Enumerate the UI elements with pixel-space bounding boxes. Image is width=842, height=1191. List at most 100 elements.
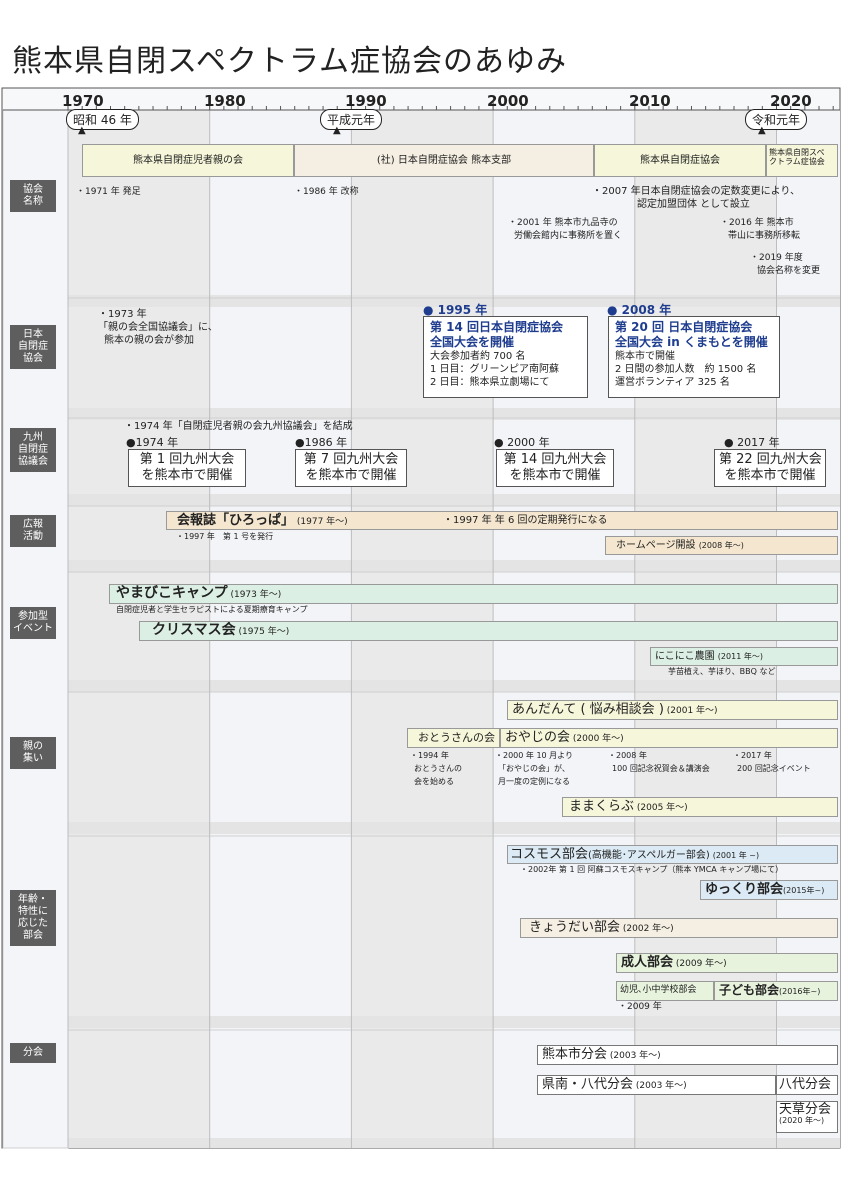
japan-1995-box: 第 14 回日本自閉症協会 全国大会を開催 大会参加者約 700 名 1 日目：…: [423, 316, 588, 398]
bar-seijin: 成人部会 (2009 年〜): [616, 953, 838, 973]
andante-year: (2001 年〜): [666, 706, 718, 716]
note-2000-1: ・2000 年 10 月より: [495, 751, 574, 760]
bar-youji: 幼児､小中学校部会: [616, 981, 714, 1001]
cosmos-sub: (高機能･アスペルガー部会): [588, 850, 710, 861]
yatsushiro-label: 八代分会: [779, 1077, 832, 1092]
niko-note: 芋苗植え、芋ほり、BBQ など: [668, 667, 776, 676]
kyushu-1974-year: ●1974 年: [126, 436, 179, 449]
japan-2008-title2: 全国大会 in くまもとを開催: [615, 335, 768, 349]
bar-asd-kyokai: 熊本県自閉スペクトラム症協会: [766, 144, 838, 177]
bar-otousan: おとうさんの会: [407, 728, 500, 748]
andante-label: あんだんて ( 悩み相談会 ): [512, 702, 664, 717]
yamabiko-year: (1973 年〜): [230, 590, 282, 600]
hiroppa-year: (1977 年〜): [296, 517, 348, 527]
asd-name-1: 熊本県自閉スペ: [769, 148, 825, 157]
year-1980: 1980: [204, 92, 246, 110]
bar-oyaji: おやじの会 (2000 年〜): [500, 728, 838, 748]
kyushu-1986-year: ●1986 年: [295, 436, 348, 449]
era-marker-icon: ▲: [78, 125, 86, 136]
note-2008-1: ・2008 年: [608, 751, 647, 760]
japan-2008-box: 第 20 回 日本自閉症協会 全国大会 in くまもとを開催 熊本市で開催 2 …: [608, 316, 780, 398]
kyushu-1974-l1: 第 1 回九州大会: [139, 452, 235, 467]
note-2007-a: ・2007 年日本自閉症協会の定数変更により、: [592, 186, 801, 197]
kumamoto-year: (2003 年〜): [609, 1051, 661, 1061]
cosmos-year: (2001 年 ~): [712, 851, 760, 860]
kyushu-1974-l2: を熊本市で開催: [141, 468, 233, 483]
hiroppa-note: ・1997 年 年 6 回の定期発行になる: [443, 515, 608, 526]
kyushu-2000-l1: 第 14 回九州大会: [503, 452, 607, 467]
cosmos-label: コスモス部会: [510, 847, 589, 862]
bar-jiheisho-kyokai: 熊本県自閉症協会: [594, 144, 766, 177]
bar-yamabiko: やまびこキャンプ (1973 年〜): [109, 584, 838, 604]
japan-2008-title1: 第 20 回 日本自閉症協会: [615, 320, 753, 334]
year-1990: 1990: [345, 92, 387, 110]
bar-kodomo: 子ども部会(2016年~): [714, 981, 838, 1001]
note-1994-1: ・1994 年: [410, 751, 449, 760]
yukkuri-label: ゆっくり部会: [705, 882, 784, 897]
xmas-year: (1975 年〜): [238, 627, 290, 637]
category-events: 参加型 イベント: [10, 607, 56, 639]
japan-1995-d2: 1 日目：グリーンピア南阿蘇: [430, 364, 560, 375]
note-2019-b: 協会名称を変更: [757, 266, 821, 276]
note-2000-2: 「おやじの会」が、: [498, 764, 570, 773]
hiroppa-label: 会報誌「ひろっぱ」: [177, 513, 295, 528]
note-2019-a: ・2019 年度: [750, 253, 803, 263]
row-gap: [3, 295, 840, 307]
japan-note-3: 熊本の親の会が参加: [104, 335, 194, 346]
yamabiko-note: 自閉症児者と学生セラピストによる夏期療育キャンプ: [116, 605, 308, 614]
bar-shibu: (社) 日本自閉症協会 熊本支部: [294, 144, 594, 177]
note-2000-3: 月一度の定例になる: [498, 777, 570, 786]
note-2016-b: 帯山に事務所移転: [728, 231, 801, 241]
japan-1995-d3: 2 日目：熊本県立劇場にて: [430, 377, 550, 388]
note-1994-3: 会を始める: [414, 777, 454, 786]
bar-hiroppa: 会報誌「ひろっぱ」 (1977 年〜) ・1997 年 年 6 回の定期発行になる: [166, 511, 838, 530]
bar-yatsushiro: 八代分会: [776, 1075, 838, 1095]
cosmos-note: ・2002年 第 1 回 阿蘇コスモスキャンプ（熊本 YMCA キャンプ場にて）: [520, 865, 784, 874]
hp-year: (2008 年〜): [698, 541, 744, 550]
niko-year: (2011 年〜): [717, 652, 763, 661]
note-2008-2: 100 回記念祝賀会＆講演会: [612, 764, 710, 773]
kyushu-1974-box: 第 1 回九州大会を熊本市で開催: [128, 449, 246, 487]
note-2016-a: ・2016 年 熊本市: [720, 218, 794, 228]
japan-1995-title2: 全国大会を開催: [430, 335, 515, 349]
amakusa-label: 天草分会: [779, 1102, 832, 1117]
mama-year: (2005 年〜): [636, 803, 688, 813]
seijin-label: 成人部会: [621, 955, 674, 970]
kyushu-1986-l2: を熊本市で開催: [305, 468, 397, 483]
note-1986: ・1986 年 改称: [294, 187, 359, 197]
category-pr: 広報 活動: [10, 515, 56, 547]
bar-yukkuri: ゆっくり部会(2015年~): [700, 880, 838, 900]
page-title: 熊本県自閉スペクトラム症協会のあゆみ: [12, 44, 567, 79]
oyaji-year: (2000 年〜): [572, 734, 624, 744]
xmas-label: クリスマス会: [152, 622, 236, 638]
bar-nikoniko: にこにこ農園 (2011 年〜): [650, 647, 838, 666]
bar-oya-no-kai: 熊本県自閉症児者親の会: [82, 144, 294, 177]
kyoudai-year: (2002 年〜): [622, 924, 674, 934]
amakusa-year: (2020 年〜): [779, 1116, 825, 1126]
kyushu-2000-year: ● 2000 年: [494, 436, 550, 449]
kyoudai-label: きょうだい部会: [529, 920, 621, 935]
note-2001-a: ・2001 年 熊本市九品寺の: [508, 218, 618, 228]
year-2000: 2000: [487, 92, 529, 110]
kyushu-1986-l1: 第 7 回九州大会: [303, 452, 399, 467]
row-gap: [3, 1138, 840, 1148]
oyaji-label: おやじの会: [505, 730, 571, 745]
row-gap: [3, 680, 840, 692]
era-reiwa: 令和元年: [745, 109, 808, 130]
row-gap: [3, 822, 840, 834]
category-japan-assoc: 日本 自閉症 協会: [10, 325, 56, 369]
japan-1995-year: ● 1995 年: [423, 303, 488, 317]
bar-cosmos: コスモス部会(高機能･アスペルガー部会) (2001 年 ~): [507, 845, 838, 864]
kodomo-year: (2016年~): [779, 987, 821, 996]
category-branch: 分会: [10, 1043, 56, 1063]
note-2007-b: 認定加盟団体 として設立: [637, 199, 750, 210]
kodomo-label: 子ども部会: [719, 983, 780, 997]
seijin-year: (2009 年〜): [675, 959, 727, 969]
kyushu-note: ・1974 年「自閉症児者親の会九州協議会」を結成: [124, 421, 353, 432]
kumamoto-label: 熊本市分会: [542, 1047, 608, 1062]
kennan-year: (2003 年〜): [635, 1081, 687, 1091]
japan-1995-d1: 大会参加者約 700 名: [430, 351, 526, 362]
row-gap: [3, 494, 840, 506]
kennan-label: 県南・八代分会: [542, 1077, 634, 1092]
